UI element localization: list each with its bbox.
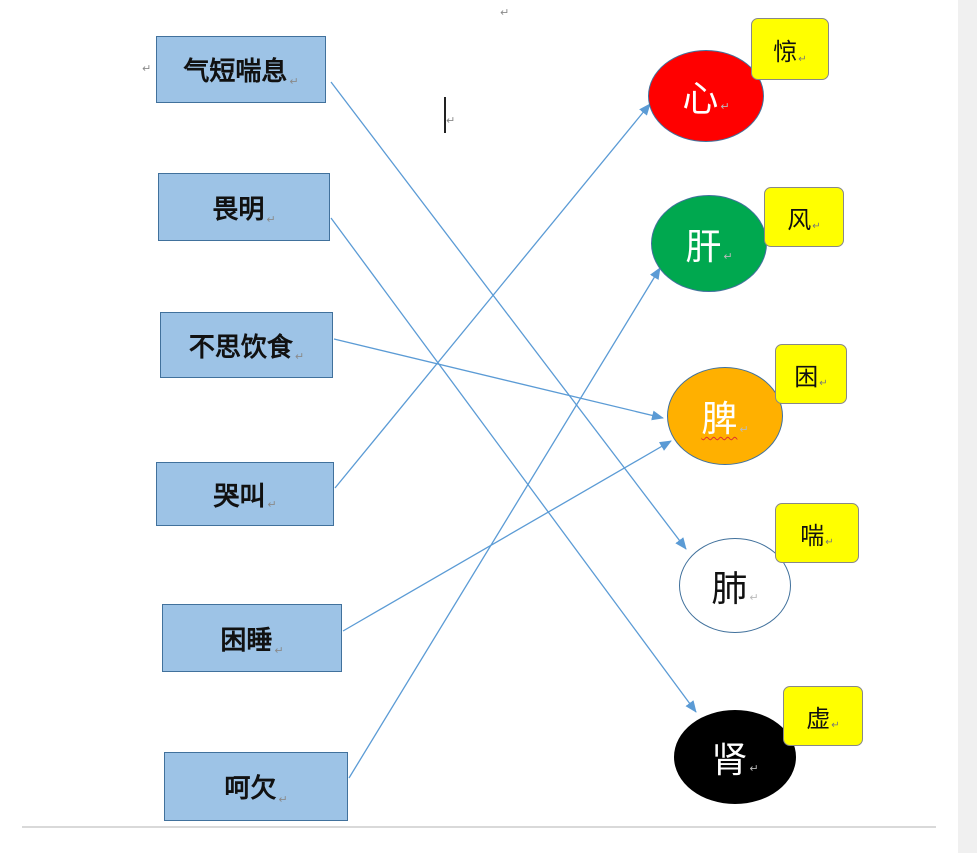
tag-fright[interactable]: 惊↵ [751,18,829,80]
organ-label: 脾 [701,399,738,440]
tag-pant[interactable]: 喘↵ [775,503,859,563]
tag-label: 惊 [773,37,798,66]
connector-line [333,338,664,421]
paragraph-mark: ↵ [278,793,288,806]
page-bottom-edge [22,826,936,828]
scrollbar-track[interactable] [958,0,977,853]
text-cursor [444,97,446,133]
paragraph-mark: ↵ [267,498,277,511]
tag-deficiency[interactable]: 虚↵ [783,686,863,746]
organ-label: 肺 [711,568,748,610]
connector-line [330,217,697,713]
paragraph-mark: ↵ [142,62,152,75]
symptom-label: 呵欠 [224,774,277,804]
paragraph-mark: ↵ [446,114,456,127]
tag-sleepy[interactable]: 困↵ [775,344,847,404]
paragraph-mark: ↵ [720,100,730,113]
connector-line [334,103,651,489]
symptom-box[interactable]: 哭叫↵ [156,462,334,526]
symptom-box[interactable]: 不思饮食↵ [160,312,333,378]
connector-line [342,440,672,632]
paragraph-mark: ↵ [294,350,305,363]
symptom-box[interactable]: 困睡↵ [162,604,342,672]
paragraph-mark: ↵ [798,54,807,65]
paragraph-mark: ↵ [825,537,834,548]
organ-circle-lung[interactable]: 肺↵ [679,538,791,633]
connector-line [330,81,687,550]
organ-label: 肾 [711,740,748,781]
organ-label: 心 [682,79,719,120]
paragraph-mark: ↵ [723,250,733,263]
symptom-box[interactable]: 畏明↵ [158,173,330,241]
symptom-label: 困睡 [220,625,273,656]
tag-label: 风 [787,205,812,234]
symptom-label: 不思饮食 [188,332,293,363]
tag-wind[interactable]: 风↵ [764,187,844,247]
paragraph-mark: ↵ [819,378,828,389]
paragraph-mark: ↵ [749,591,759,604]
symptom-label: 气短喘息 [183,57,288,87]
organ-circle-spleen[interactable]: 脾↵ [667,367,783,465]
paragraph-mark: ↵ [500,6,510,19]
connector-line [348,267,661,779]
organ-label: 肝 [685,226,722,268]
paragraph-mark: ↵ [831,720,840,731]
paragraph-mark: ↵ [274,644,284,657]
organ-circle-heart[interactable]: 心↵ [648,50,764,142]
paragraph-mark: ↵ [749,762,759,775]
symptom-box[interactable]: 气短喘息↵ [156,36,326,103]
paragraph-mark: ↵ [812,221,821,232]
tag-label: 虚 [806,704,831,733]
tag-label: 喘 [800,521,825,550]
paragraph-mark: ↵ [266,213,276,226]
organ-circle-kidney[interactable]: 肾↵ [674,710,796,804]
symptom-label: 畏明 [212,194,265,225]
symptom-box[interactable]: 呵欠↵ [164,752,348,821]
symptom-label: 哭叫 [213,481,266,512]
paragraph-mark: ↵ [739,423,749,436]
tag-label: 困 [794,362,819,391]
organ-circle-liver[interactable]: 肝↵ [651,195,767,292]
paragraph-mark: ↵ [289,75,299,88]
